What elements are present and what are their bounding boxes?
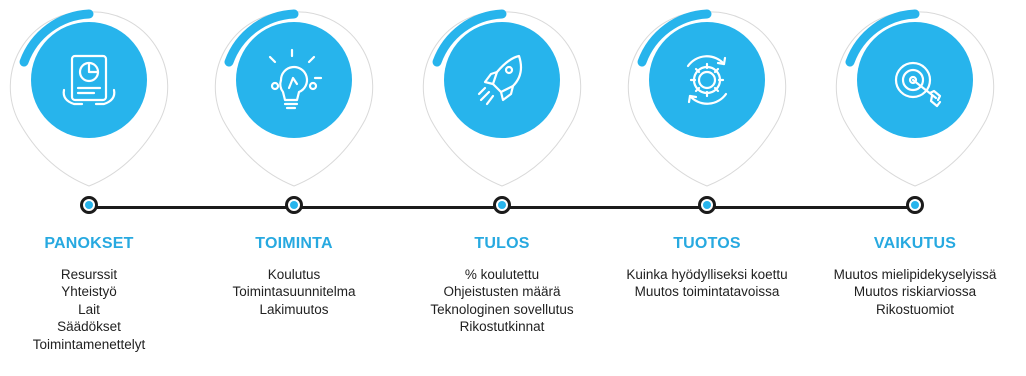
stage-vaikutus: VAIKUTUS Muutos mielipidekyselyissä Muut… — [810, 0, 1020, 376]
list-item: Resurssit — [60, 267, 118, 282]
stage-title: TUOTOS — [673, 235, 741, 252]
stage-toiminta: TOIMINTA Koulutus Toimintasuunnitelma La… — [189, 0, 399, 376]
list-item: Lakimuutos — [259, 301, 329, 317]
list-item: Rikostuomiot — [875, 301, 955, 317]
stage-title: TOIMINTA — [255, 235, 333, 252]
stage-title: PANOKSET — [44, 235, 134, 252]
gear-cycle-icon — [686, 55, 728, 105]
target-icon — [894, 61, 942, 108]
stage-items: Resurssit Yhteistyö Lait Säädökset Toimi… — [0, 266, 194, 353]
list-item: Lait — [78, 301, 100, 317]
list-item: % koulutettu — [464, 267, 540, 282]
timeline-node — [80, 196, 98, 214]
list-item: Ohjeistusten määrä — [443, 284, 561, 300]
list-item: Säädökset — [57, 319, 121, 335]
stage-items: Koulutus Toimintasuunnitelma Lakimuutos — [189, 266, 399, 318]
list-item: Koulutus — [267, 267, 321, 282]
stage-panokset: PANOKSET Resurssit Yhteistyö Lait Säädök… — [0, 0, 194, 376]
timeline-node — [906, 196, 924, 214]
stage-tuotos: TUOTOS Kuinka hyödylliseksi koettu Muuto… — [602, 0, 812, 376]
list-item: Muutos mielipidekyselyissä — [833, 267, 997, 282]
list-item: Muutos toimintatavoissa — [634, 284, 780, 300]
list-item: Muutos riskiarviossa — [853, 284, 977, 300]
list-item: Rikostutkinnat — [459, 319, 545, 335]
stage-items: Muutos mielipidekyselyissä Muutos riskia… — [810, 266, 1020, 318]
pin-marker — [214, 9, 374, 187]
timeline-node — [285, 196, 303, 214]
pin-marker — [835, 9, 995, 187]
tablet-chart-icon — [62, 54, 116, 106]
list-item: Toimintasuunnitelma — [232, 284, 356, 300]
list-item: Teknologinen sovellutus — [430, 301, 574, 317]
timeline-node — [698, 196, 716, 214]
list-item: Kuinka hyödylliseksi koettu — [626, 267, 788, 282]
lightbulb-icon — [268, 48, 323, 110]
stage-items: % koulutettu Ohjeistusten määrä Teknolog… — [397, 266, 607, 336]
pin-marker — [627, 9, 787, 187]
stage-tulos: TULOS % koulutettu Ohjeistusten määrä Te… — [397, 0, 607, 376]
stage-title: TULOS — [474, 235, 530, 252]
pin-marker — [422, 9, 582, 187]
rocket-icon — [477, 54, 523, 106]
list-item: Toimintamenettelyt — [32, 336, 146, 352]
pin-marker — [9, 9, 169, 187]
stage-title: VAIKUTUS — [873, 235, 957, 252]
stage-items: Kuinka hyödylliseksi koettu Muutos toimi… — [602, 266, 812, 301]
list-item: Yhteistyö — [61, 284, 117, 300]
timeline-node — [493, 196, 511, 214]
